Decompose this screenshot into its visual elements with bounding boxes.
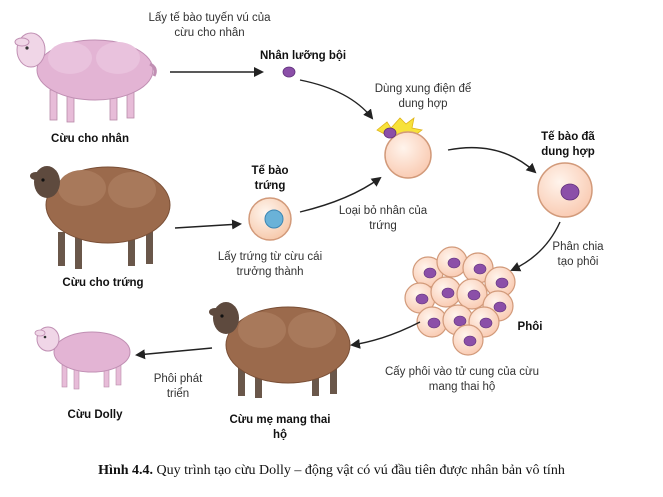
embryo-nucleus (479, 317, 493, 329)
embryo-nucleus (493, 301, 507, 313)
label-take-egg: Lấy trứng từ cừu cái trưởng thành (217, 251, 323, 278)
label-egg-donor-sheep: Cừu cho trứng (62, 277, 144, 289)
arrow-fusion-to-fused (447, 146, 537, 174)
embryo-nucleus (427, 317, 441, 329)
label-implant: Cấy phôi vào tử cung của cừu mang thai h… (384, 366, 540, 393)
label-donor-nucleus-sheep: Cừu cho nhân (51, 133, 129, 145)
label-fused-cell: Tế bào đã dung hợp (541, 131, 595, 158)
fused-cell-icon (537, 162, 593, 218)
dolly-lamb-icon (34, 326, 131, 390)
egg-donor-sheep-icon (30, 166, 171, 269)
embryo-nucleus (473, 263, 487, 275)
donor-sheep-icon (14, 32, 157, 123)
arrow-egg-to-fusion (299, 176, 382, 213)
label-embryo-develop: Phôi phát triển (153, 373, 203, 400)
process-arrows (135, 67, 561, 360)
caption-text: Quy trình tạo cừu Dolly – động vật có vú… (156, 463, 565, 478)
arrow-sheep-to-egg (174, 219, 242, 230)
label-dolly: Cừu Dolly (67, 409, 123, 421)
embryo-nucleus (453, 315, 467, 327)
embryo-nucleus (441, 287, 455, 299)
label-divide-embryo: Phân chia tạo phôi (552, 241, 604, 268)
embryo-nucleus (495, 277, 509, 289)
label-embryo: Phôi (517, 321, 543, 333)
embryo-icon (404, 246, 516, 356)
embryo-nucleus (447, 257, 461, 269)
electric-fusion-icon (376, 117, 432, 179)
surrogate-sheep-icon (209, 302, 351, 398)
label-remove-nucleus: Loại bỏ nhân của trứng (338, 205, 428, 232)
label-diploid-nucleus: Nhân lưỡng bội (260, 50, 347, 62)
egg-cell-icon (248, 197, 292, 241)
figure-caption: Hình 4.4. Quy trình tạo cừu Dolly – động… (0, 463, 663, 479)
arrow-fused-to-embryo (510, 221, 561, 272)
caption-number: Hình 4.4. (98, 463, 154, 478)
label-electric-pulse: Dùng xung điện để dung hợp (374, 83, 472, 110)
embryo-nucleus (415, 293, 429, 305)
diploid-nucleus-icon (282, 66, 296, 78)
arrow-nucleus-to-fusion (299, 79, 374, 120)
label-egg-cell: Tế bào trứng (251, 165, 289, 192)
embryo-nucleus (467, 289, 481, 301)
arrow-surrogate-to-dolly (135, 347, 213, 360)
label-surrogate-sheep: Cừu mẹ mang thai hộ (229, 414, 331, 441)
arrow-embryo-to-surrogate (350, 321, 421, 349)
embryo-nucleus (423, 267, 437, 279)
label-take-mammary: Lấy tế bào tuyến vú của cừu cho nhân (148, 12, 271, 39)
embryo-nucleus (463, 335, 477, 347)
